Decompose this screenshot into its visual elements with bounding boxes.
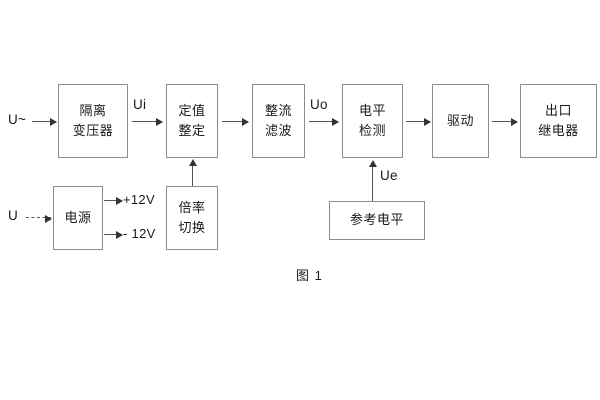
- block-drive-line-1: 驱动: [446, 112, 474, 128]
- block-level-detection-line-2: 检测: [358, 123, 386, 138]
- block-setting-value: 定值 整定: [166, 84, 218, 158]
- arrow-rectifier-filter-to-level-detection: [309, 117, 339, 126]
- signal-label-ui: Ui: [133, 97, 147, 112]
- block-isolation-transformer-line-2: 变压器: [72, 123, 114, 138]
- block-rectifier-filter: 整流 滤波: [252, 84, 305, 158]
- block-rectifier-filter-line-2: 滤波: [264, 123, 292, 138]
- rail-negative-label: - 12V: [123, 226, 156, 241]
- block-drive: 驱动: [432, 84, 489, 158]
- block-power-supply-line-1: 电源: [64, 209, 92, 225]
- arrow-reference-level-to-level-detection: [368, 160, 377, 201]
- block-multiplier-switch-line-2: 切换: [178, 220, 206, 235]
- block-level-detection-line-1: 电平: [358, 102, 386, 118]
- block-multiplier-switch-line-1: 倍率: [178, 199, 206, 215]
- block-multiplier-switch: 倍率 切换: [166, 186, 218, 250]
- input-dc-label: U: [8, 208, 19, 223]
- signal-label-ue: Ue: [380, 168, 398, 183]
- arrow-multiplier-switch-to-setting-value: [188, 159, 197, 186]
- block-rectifier-filter-line-1: 整流: [264, 102, 292, 118]
- arrow-setting-value-to-rectifier-filter: [222, 117, 249, 126]
- figure-caption: 图 1: [296, 268, 323, 283]
- block-isolation-transformer: 隔离 变压器: [58, 84, 128, 158]
- block-reference-level-line-1: 参考电平: [349, 212, 404, 228]
- arrow-input-to-isolation-transformer: [32, 117, 57, 126]
- block-level-detection: 电平 检测: [342, 84, 403, 158]
- input-ac-label: U~: [8, 112, 27, 127]
- block-power-supply: 电源: [53, 186, 103, 250]
- block-reference-level: 参考电平: [329, 201, 425, 240]
- arrow-rail-negative: [104, 230, 123, 239]
- block-output-relay-line-1: 出口: [544, 102, 572, 118]
- arrow-rail-positive: [104, 196, 123, 205]
- block-output-relay: 出口 继电器: [520, 84, 597, 158]
- signal-label-uo: Uo: [310, 97, 328, 112]
- block-setting-value-line-2: 整定: [178, 123, 206, 138]
- rail-positive-label: +12V: [123, 192, 155, 207]
- block-output-relay-line-2: 继电器: [538, 123, 579, 138]
- block-isolation-transformer-line-1: 隔离: [79, 102, 107, 118]
- block-setting-value-line-1: 定值: [178, 102, 206, 118]
- arrow-input-dc-to-power-supply: [26, 214, 52, 223]
- arrow-isolation-transformer-to-setting-value: [132, 117, 163, 126]
- arrow-drive-to-output-relay: [492, 117, 518, 126]
- arrow-level-detection-to-drive: [406, 117, 431, 126]
